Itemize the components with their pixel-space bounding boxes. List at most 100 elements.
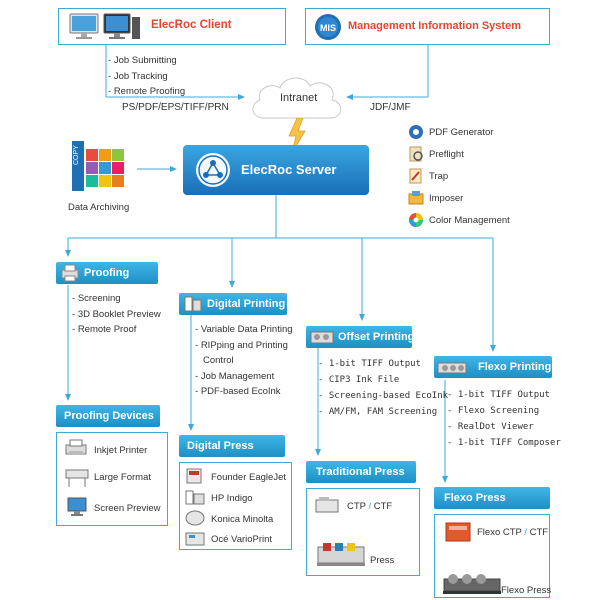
intranet-label: Intranet xyxy=(280,92,318,104)
press-oce-varioprint: Océ VarioPrint xyxy=(211,534,273,545)
oce-varioprint-icon xyxy=(185,529,205,552)
proofing-feature-list: - Screening - 3D Booklet Preview - Remot… xyxy=(72,291,161,338)
tool-trap: Trap xyxy=(408,168,448,186)
tool-pdf-generator: PDF Generator xyxy=(408,124,493,142)
digital-feature: Control xyxy=(203,355,234,366)
lightning-icon xyxy=(285,117,309,159)
elecroc-client-box[interactable]: ElecRoc Client xyxy=(58,8,286,45)
proofing-bar[interactable]: Proofing xyxy=(56,262,158,284)
color-management-icon xyxy=(409,213,423,228)
flexo-press-icon xyxy=(437,362,467,374)
server-network-icon xyxy=(194,151,232,194)
offset-feature: - Screening-based EcoInk xyxy=(318,391,449,401)
imposer-icon xyxy=(408,191,424,205)
press-offset-press: Press xyxy=(370,555,395,566)
client-feature: - Remote Proofing xyxy=(108,86,186,97)
client-feature: - Job Tracking xyxy=(108,70,168,82)
flexo-press-bar[interactable]: Flexo Press xyxy=(434,487,550,509)
offset-press-icon xyxy=(310,331,334,344)
flexo-press-machine-icon xyxy=(443,571,503,600)
elecroc-server-title: ElecRoc Server xyxy=(241,162,337,177)
preflight-icon xyxy=(409,146,423,162)
proofing-devices-title: Proofing Devices xyxy=(64,410,154,422)
device-inkjet-printer: Inkjet Printer xyxy=(94,445,148,456)
data-archive-icon: COPY xyxy=(70,135,130,200)
digital-printer-icon xyxy=(184,296,202,312)
tool-preflight: Preflight xyxy=(408,146,464,164)
mis-box[interactable]: MIS Management Information System xyxy=(305,8,550,45)
hp-indigo-icon xyxy=(185,488,205,511)
mis-title: Management Information System xyxy=(348,20,521,32)
digital-feature: - Job Management xyxy=(195,370,275,382)
proofing-title: Proofing xyxy=(84,267,130,279)
offset-feature: - AM/FM, FAM Screening xyxy=(318,407,438,417)
svg-text:COPY: COPY xyxy=(73,145,80,165)
offset-press-machine-icon xyxy=(317,541,365,572)
flexo-feature: - 1-bit TIFF Output xyxy=(447,390,550,400)
device-screen-preview: Screen Preview xyxy=(94,503,161,514)
screen-preview-monitor-icon xyxy=(67,497,87,522)
client-formats: PS/PDF/EPS/TIFF/PRN xyxy=(122,102,229,113)
digital-feature: - Variable Data Printing xyxy=(195,324,293,335)
offset-printing-bar[interactable]: Offset Printing xyxy=(306,326,415,348)
flexo-press-box: Flexo CTP / CTF Flexo Press xyxy=(434,514,552,600)
proofing-feature: - Screening xyxy=(72,293,121,304)
proofing-devices-box: Inkjet Printer Large Format Screen Previ… xyxy=(56,432,168,526)
digital-printing-bar[interactable]: Digital Printing xyxy=(179,293,287,315)
ctp-icon xyxy=(315,496,339,519)
digital-press-box: Founder EagleJet HP Indigo Konica Minolt… xyxy=(179,462,292,550)
inkjet-printer-icon xyxy=(65,439,87,462)
data-archiving-label: Data Archiving xyxy=(68,202,130,213)
flexo-press-title: Flexo Press xyxy=(444,492,506,504)
proofing-feature: - 3D Booklet Preview xyxy=(72,308,161,320)
pdf-generator-icon xyxy=(409,125,423,140)
intranet-cloud-icon xyxy=(246,70,346,133)
flexo-printing-bar[interactable]: Flexo Printing xyxy=(434,356,552,378)
proofing-devices-bar[interactable]: Proofing Devices xyxy=(56,405,160,427)
digital-press-bar[interactable]: Digital Press xyxy=(179,435,285,457)
press-ctp-ctf: CTP / CTF xyxy=(347,501,393,512)
tool-color-management: Color Management xyxy=(408,212,510,230)
press-flexo-press: Flexo Press xyxy=(501,585,552,596)
device-large-format: Large Format xyxy=(94,472,152,483)
tool-imposer: Imposer xyxy=(408,190,463,208)
digital-feature: - RIPping and Printing xyxy=(195,339,288,351)
founder-eaglejet-icon xyxy=(185,467,203,490)
press-flexo-ctp-ctf: Flexo CTP / CTF xyxy=(477,527,549,538)
mis-formats: JDF/JMF xyxy=(370,102,411,113)
mis-badge: MIS xyxy=(314,13,342,46)
client-feature: - Job Submitting xyxy=(108,55,177,66)
flexo-feature: - Flexo Screening xyxy=(447,406,540,416)
flexo-feature: - RealDot Viewer xyxy=(447,422,534,432)
flexo-printing-title: Flexo Printing xyxy=(478,361,552,373)
traditional-press-bar[interactable]: Traditional Press xyxy=(306,461,416,483)
proofing-feature: - Remote Proof xyxy=(72,324,137,335)
press-hp-indigo: HP Indigo xyxy=(211,493,253,504)
traditional-press-box: CTP / CTF Press xyxy=(306,488,420,576)
client-feature-list: - Job Submitting - Job Tracking - Remote… xyxy=(108,53,185,100)
konica-minolta-icon xyxy=(185,509,205,532)
offset-feature-list: - 1-bit TIFF Output - CIP3 Ink File - Sc… xyxy=(318,356,448,420)
elecroc-client-title: ElecRoc Client xyxy=(151,19,232,31)
press-founder-eaglejet: Founder EagleJet xyxy=(211,472,286,483)
elecroc-server[interactable]: ElecRoc Server xyxy=(183,145,369,195)
offset-feature: - 1-bit TIFF Output xyxy=(318,359,421,369)
flexo-feature: - 1-bit TIFF Composer xyxy=(447,438,561,448)
digital-feature-list: - Variable Data Printing - RIPping and P… xyxy=(195,322,293,400)
svg-text:MIS: MIS xyxy=(320,23,336,33)
offset-printing-title: Offset Printing xyxy=(338,331,415,343)
monitor-icon xyxy=(69,13,99,46)
press-konica-minolta: Konica Minolta xyxy=(211,514,274,525)
flexo-feature-list: - 1-bit TIFF Output - Flexo Screening - … xyxy=(447,387,561,451)
desktop-icon xyxy=(103,13,141,46)
traditional-press-title: Traditional Press xyxy=(316,466,405,478)
offset-feature: - CIP3 Ink File xyxy=(318,375,400,385)
digital-printing-title: Digital Printing xyxy=(207,298,286,310)
large-format-printer-icon xyxy=(65,468,89,493)
digital-press-title: Digital Press xyxy=(187,440,254,452)
flexo-ctp-icon xyxy=(445,521,471,548)
digital-feature: - PDF-based EcoInk xyxy=(195,386,281,397)
trap-icon xyxy=(409,168,422,184)
proofing-printer-icon xyxy=(61,264,79,282)
